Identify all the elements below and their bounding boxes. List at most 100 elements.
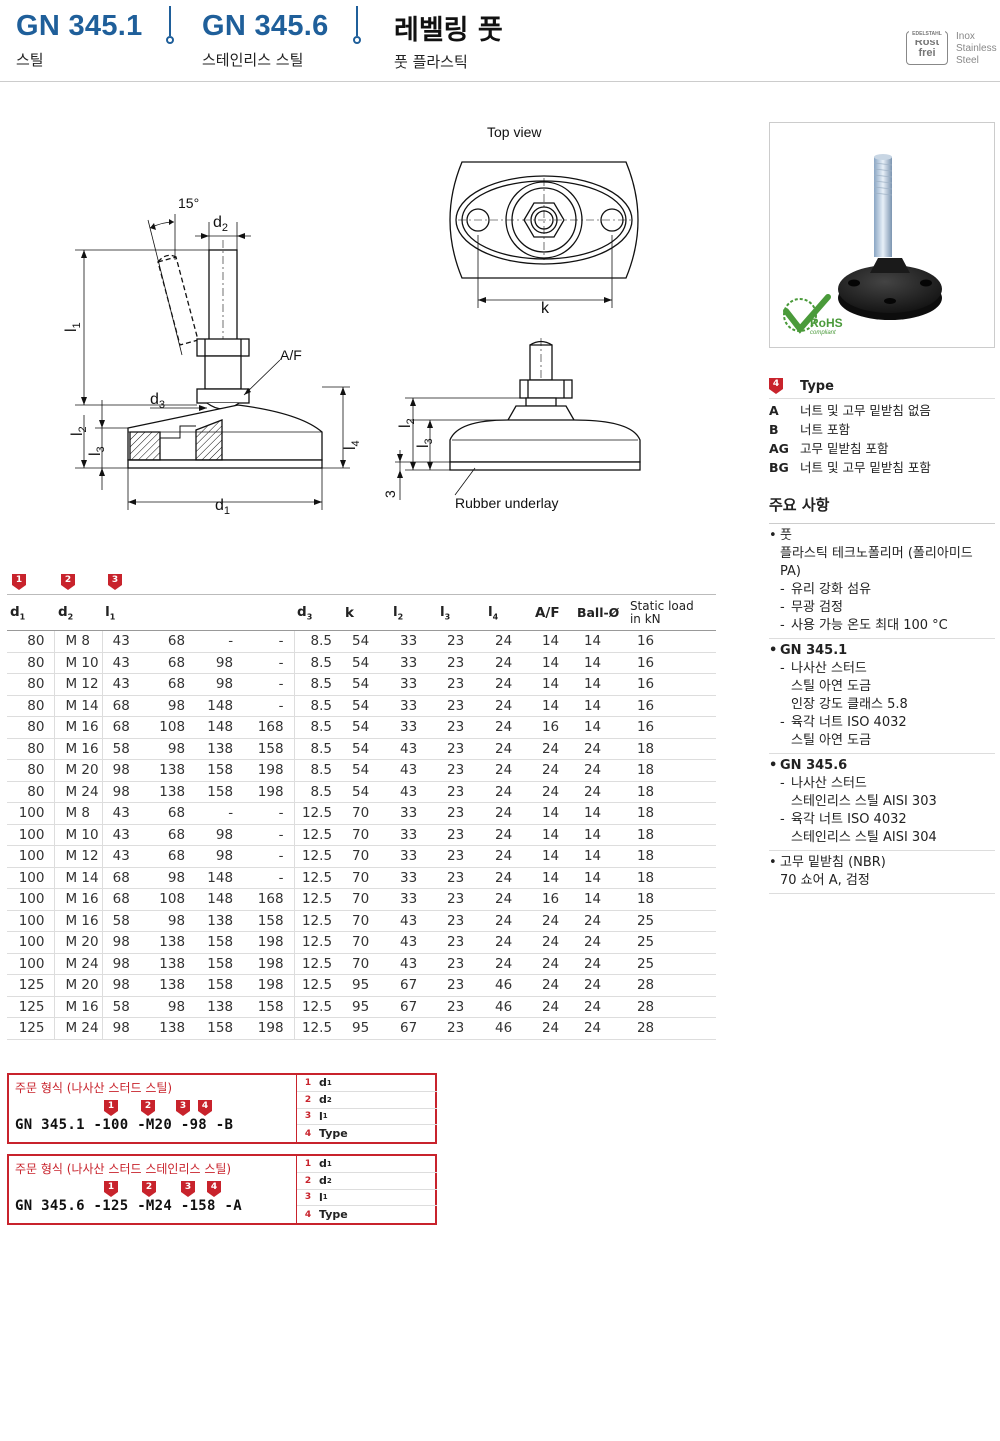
type-desc: 너트 포함	[800, 422, 850, 437]
table-cell: 54	[342, 781, 391, 803]
order-marker-3: 3	[181, 1181, 195, 1201]
table-cell: 98	[147, 910, 196, 932]
col-l1: l1	[102, 594, 295, 631]
table-cell: 14	[573, 867, 627, 889]
table-cell: 24	[484, 652, 532, 674]
table-cell: -	[195, 630, 244, 653]
table-cell: M 20	[54, 759, 103, 782]
table-cell: M 12	[54, 845, 103, 868]
table-cell: 16	[626, 630, 716, 653]
inox-line: Steel	[956, 55, 979, 66]
table-cell: -	[243, 652, 295, 674]
table-cell: 98	[101, 1017, 148, 1040]
table-cell: 43	[390, 738, 437, 760]
note-bullet: GN 345.1	[769, 642, 995, 660]
table-cell: 43	[101, 630, 148, 653]
note-sub: 나사산 스터드	[769, 775, 995, 793]
table-cell: 24	[484, 910, 532, 932]
rohs-logo: RoHS compliant	[783, 294, 843, 336]
marker-3: 3	[108, 574, 122, 590]
k-label: k	[541, 300, 550, 317]
table-cell: 33	[390, 824, 437, 846]
l4-label: l4	[342, 440, 362, 450]
l2-right-label: l2	[397, 418, 417, 428]
product-title: 레벨링 풋	[394, 15, 503, 46]
table-cell: 168	[243, 888, 295, 911]
table-cell: 158	[195, 974, 244, 997]
table-cell: 24	[531, 996, 574, 1018]
table-cell: 14	[573, 802, 627, 825]
table-cell: 24	[484, 673, 532, 696]
table-cell: 24	[531, 738, 574, 760]
notes-title: 주요 사항	[769, 494, 995, 524]
table-cell: 14	[531, 802, 574, 825]
table-cell: 98	[101, 953, 148, 975]
note-text: 스테인리스 스틸 AISI 304	[791, 830, 937, 845]
table-markers: 1 2 3	[12, 574, 212, 592]
table-cell: 43	[101, 673, 148, 696]
table-cell: 70	[342, 867, 391, 889]
table-cell: 100	[7, 867, 55, 889]
table-cell: 158	[195, 781, 244, 803]
l3-label: l3	[87, 446, 107, 456]
table-cell: 68	[147, 824, 196, 846]
d2-label: d2	[213, 214, 228, 234]
type-legend-header: 4 Type	[769, 378, 995, 399]
table-cell: 24	[573, 974, 627, 997]
table-cell: 70	[342, 845, 391, 868]
table-cell: 24	[484, 867, 532, 889]
angle-label: 15°	[178, 195, 199, 211]
table-cell: 33	[390, 867, 437, 889]
table-cell: 33	[390, 845, 437, 868]
table-cell: 25	[626, 953, 716, 975]
table-cell: 125	[7, 996, 55, 1018]
table-cell: 24	[573, 738, 627, 760]
table-cell: 198	[243, 781, 295, 803]
table-cell: 14	[573, 695, 627, 717]
table-cell: 68	[101, 695, 148, 717]
three-mm-label: 3	[382, 490, 398, 498]
table-cell: 80	[7, 673, 55, 696]
table-cell: 33	[390, 888, 437, 911]
rubber-underlay-label: Rubber underlay	[455, 495, 559, 511]
table-cell: 80	[7, 652, 55, 674]
note-gn3451: GN 345.1 나사산 스터드 스틸 아연 도금 인장 강도 클래스 5.8 …	[769, 639, 995, 754]
table-cell: 198	[243, 953, 295, 975]
technical-drawing: Top view 15° d2 l1 A/F d3 l2 l3 d1 l4 k …	[63, 124, 641, 517]
table-cell: 70	[342, 953, 391, 975]
table-cell: -	[243, 673, 295, 696]
table-cell: 23	[437, 824, 485, 846]
table-cell: 23	[437, 996, 485, 1018]
table-cell: 8.5	[293, 695, 343, 717]
table-cell: 108	[147, 888, 196, 911]
table-cell: M 16	[54, 910, 103, 932]
order-code: GN 345.1 -100 -M20 -98 -B	[15, 1117, 234, 1133]
l1-label: l1	[63, 322, 83, 332]
table-cell: 24	[531, 931, 574, 954]
table-cell: 24	[484, 695, 532, 717]
note-sub: 육각 너트 ISO 4032	[769, 714, 995, 732]
table-cell: 14	[573, 845, 627, 868]
table-cell: 16	[626, 652, 716, 674]
table-cell: 24	[573, 953, 627, 975]
d3-label: d3	[150, 391, 165, 411]
table-cell: 148	[195, 716, 244, 739]
table-cell: 98	[101, 781, 148, 803]
note-text: 스틸 아연 도금	[791, 733, 872, 748]
table-cell: 70	[342, 910, 391, 932]
table-cell: 98	[147, 996, 196, 1018]
table-cell: 95	[342, 996, 391, 1018]
header-separator	[165, 6, 175, 46]
type-code: A	[769, 403, 779, 418]
table-cell: 198	[243, 1017, 295, 1040]
